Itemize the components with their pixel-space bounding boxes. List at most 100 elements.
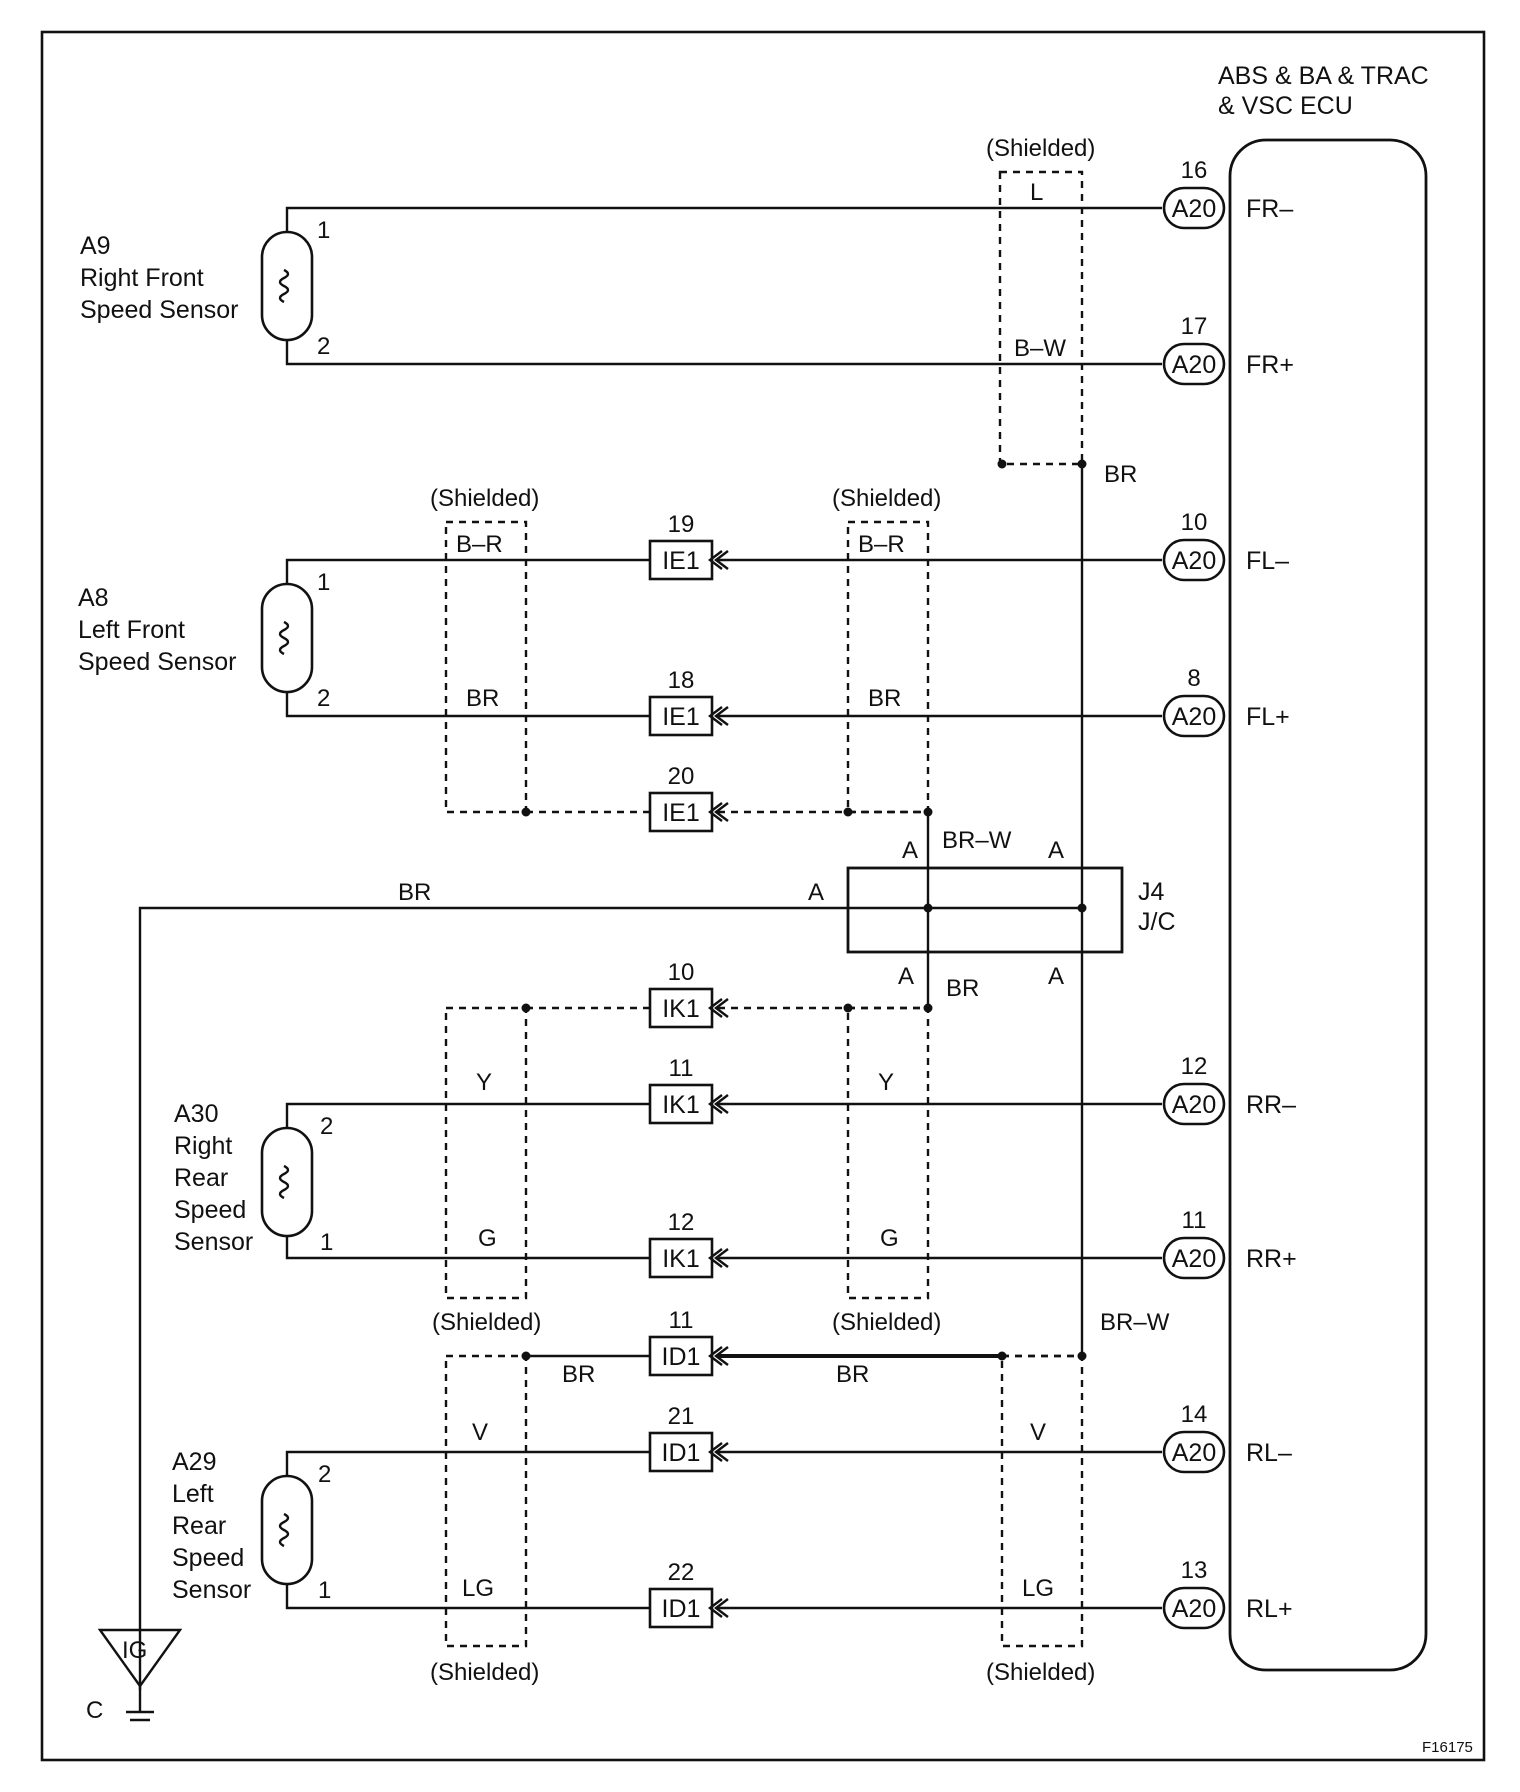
inline-connector-pin: 21 (668, 1403, 695, 1430)
wire-color-g: G (478, 1225, 497, 1252)
wire-color-g: G (880, 1225, 899, 1252)
wire-fl-minus-left (285, 558, 650, 584)
sensor-a9-code: A9 (80, 232, 111, 260)
sensor-a8-name1: Left Front (78, 616, 185, 644)
shielded-label: (Shielded) (832, 485, 941, 512)
ecu-pin-connector: A20 (1172, 1245, 1216, 1273)
shield-rl-left (444, 1354, 528, 1648)
shielded-label: (Shielded) (986, 1659, 1095, 1686)
inline-connector-pin: 20 (668, 763, 695, 790)
connector-arrow-icon (708, 1094, 729, 1114)
ecu-pin-signal: FR– (1246, 195, 1293, 223)
sensor-a9-pin-bottom: 2 (317, 333, 330, 360)
wire-color-brw: BR–W (942, 827, 1012, 854)
sensor-a30-pin-top: 2 (320, 1113, 333, 1140)
ecu-pin-number: 17 (1181, 313, 1208, 340)
ecu-pin-signal: FL– (1246, 547, 1289, 575)
inline-connector-pin: 12 (668, 1209, 695, 1236)
sensor-a29-code: A29 (172, 1448, 216, 1476)
ecu-pin-number: 11 (1182, 1207, 1207, 1234)
wire-color-l: L (1030, 179, 1043, 206)
ecu-pin-number: 16 (1181, 157, 1208, 184)
splice-dot (521, 1003, 531, 1013)
ground-triangle-icon (97, 1628, 183, 1689)
wire-ground-br (138, 906, 848, 1690)
wire-rl-plus-left (285, 1584, 650, 1610)
wire-color-v: V (472, 1419, 488, 1446)
ecu-pin-number: 13 (1181, 1557, 1208, 1584)
ecu-pin-oval (1162, 186, 1226, 230)
wire-fr-plus (285, 340, 1162, 366)
coil-icon (278, 1164, 290, 1200)
ecu-pin-connector: A20 (1172, 1595, 1216, 1623)
sensor-a9-name1: Right Front (80, 264, 204, 292)
sensor-a8: A8 Left Front Speed Sensor 1 2 (78, 569, 330, 712)
ecu-pin-number: 12 (1181, 1053, 1208, 1080)
inline-connector-box (648, 987, 714, 1029)
sensor-a29-name1: Left (172, 1480, 214, 1508)
shielded-label: (Shielded) (986, 135, 1095, 162)
ecu-pin-oval (1162, 1236, 1226, 1280)
connector-arrow-icon (708, 1598, 729, 1618)
sensor-a29-name2: Rear (172, 1512, 226, 1540)
splice-dot (843, 807, 853, 817)
ecu-pin-connector: A20 (1172, 547, 1216, 575)
sensor-a8-pin-bottom: 2 (317, 685, 330, 712)
inline-connector-pin: 18 (668, 667, 695, 694)
inline-connector-code: IK1 (662, 1091, 700, 1119)
ecu-title-line2: & VSC ECU (1218, 92, 1353, 120)
ecu-pin-signal: RR+ (1246, 1245, 1297, 1273)
shielded-label: (Shielded) (430, 485, 539, 512)
ecu-block: ABS & BA & TRAC & VSC ECU (1218, 62, 1429, 1672)
ecu-pin-oval (1162, 342, 1226, 386)
shield-fl-left (444, 520, 528, 814)
sensor-a8-pin-top: 1 (317, 569, 330, 596)
splice-dot (521, 807, 531, 817)
splice-dot (923, 903, 933, 913)
diagram-border (40, 30, 1486, 1762)
ecu-pin-signal: FL+ (1246, 703, 1290, 731)
splice-dot (923, 1003, 933, 1013)
junction-name: J/C (1138, 908, 1176, 936)
wire-color-lg: LG (462, 1575, 494, 1602)
ecu-pin-connector: A20 (1172, 195, 1216, 223)
inline-connector-pin: 11 (669, 1307, 694, 1334)
ecu-pin-oval (1162, 538, 1226, 582)
wire-color-v: V (1030, 1419, 1046, 1446)
wire-fr-minus (285, 206, 1162, 232)
wire-color-b-r: B–R (456, 531, 503, 558)
inline-connector-code: ID1 (662, 1439, 701, 1467)
wire-color-y: Y (878, 1069, 894, 1096)
ecu-pin-signal: FR+ (1246, 351, 1294, 379)
inline-connector-code: IE1 (662, 703, 700, 731)
shield-fr (998, 170, 1084, 466)
connector-arrow-icon (708, 802, 729, 822)
splice-dot (843, 1003, 853, 1013)
junction-j4: J4 J/C A A A A A (808, 837, 1176, 990)
sensor-a9-body (260, 230, 314, 342)
ground-symbol: IG (122, 1637, 147, 1664)
ecu-pin-number: 10 (1181, 509, 1208, 536)
sensor-a29-name4: Sensor (172, 1576, 251, 1604)
inline-connector-box (648, 539, 714, 581)
wire-color-br: BR (946, 975, 979, 1002)
splice-dot (1077, 903, 1087, 913)
wire-rl-minus-left (285, 1450, 650, 1476)
connector-arrow-icon (708, 550, 729, 570)
ground-code: C (86, 1697, 103, 1724)
ecu-body (1228, 138, 1428, 1672)
shield-fl-right (846, 520, 930, 814)
sensor-a8-name2: Speed Sensor (78, 648, 236, 676)
ecu-pin-signal: RL– (1246, 1439, 1292, 1467)
